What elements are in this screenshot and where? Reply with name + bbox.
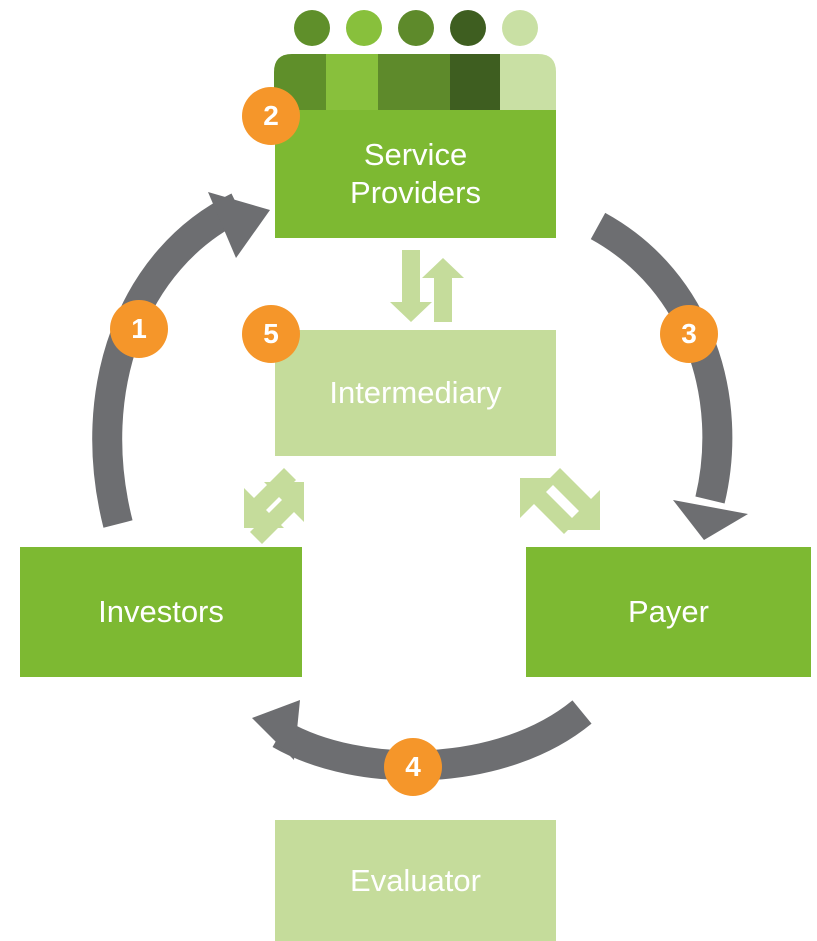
flow-arrow-4-head	[252, 700, 300, 760]
payer-label: Payer	[628, 594, 709, 629]
people-group-icon	[274, 10, 556, 110]
person-body-icon	[500, 54, 556, 110]
flow-arrow-3	[590, 212, 733, 504]
intermediary-box: Intermediary	[275, 330, 556, 456]
person-body-icon	[378, 54, 454, 110]
investors-label: Investors	[98, 594, 224, 629]
flow-arrow-1	[92, 193, 245, 528]
payer-box: Payer	[526, 547, 811, 677]
investors-box: Investors	[20, 547, 302, 677]
step-number: 1	[131, 313, 147, 344]
person-body-icon	[326, 54, 386, 110]
step-badge-4: 4	[384, 738, 442, 796]
flow-arrow-3-head	[673, 500, 748, 540]
exchange-arrows-icon	[520, 468, 600, 534]
step-number: 4	[405, 751, 421, 782]
step-number: 3	[681, 318, 697, 349]
exchange-arrows-icon	[390, 250, 464, 322]
step-badge-1: 1	[110, 300, 168, 358]
exchange-arrows-icon	[244, 468, 304, 544]
person-body-icon	[450, 54, 506, 110]
step-number: 2	[263, 100, 279, 131]
service-providers-box: Service Providers	[275, 110, 556, 238]
step-badge-5: 5	[242, 305, 300, 363]
step-number: 5	[263, 318, 279, 349]
service-providers-label: Service Providers	[350, 137, 481, 210]
step-badge-3: 3	[660, 305, 718, 363]
person-head-icon	[346, 10, 382, 46]
person-head-icon	[502, 10, 538, 46]
flow-arrow-1-head	[208, 192, 270, 258]
person-head-icon	[398, 10, 434, 46]
intermediary-label: Intermediary	[329, 375, 502, 410]
step-badge-2: 2	[242, 87, 300, 145]
person-head-icon	[450, 10, 486, 46]
evaluator-label: Evaluator	[350, 862, 481, 898]
person-head-icon	[294, 10, 330, 46]
evaluator-box: Evaluator	[275, 820, 556, 941]
